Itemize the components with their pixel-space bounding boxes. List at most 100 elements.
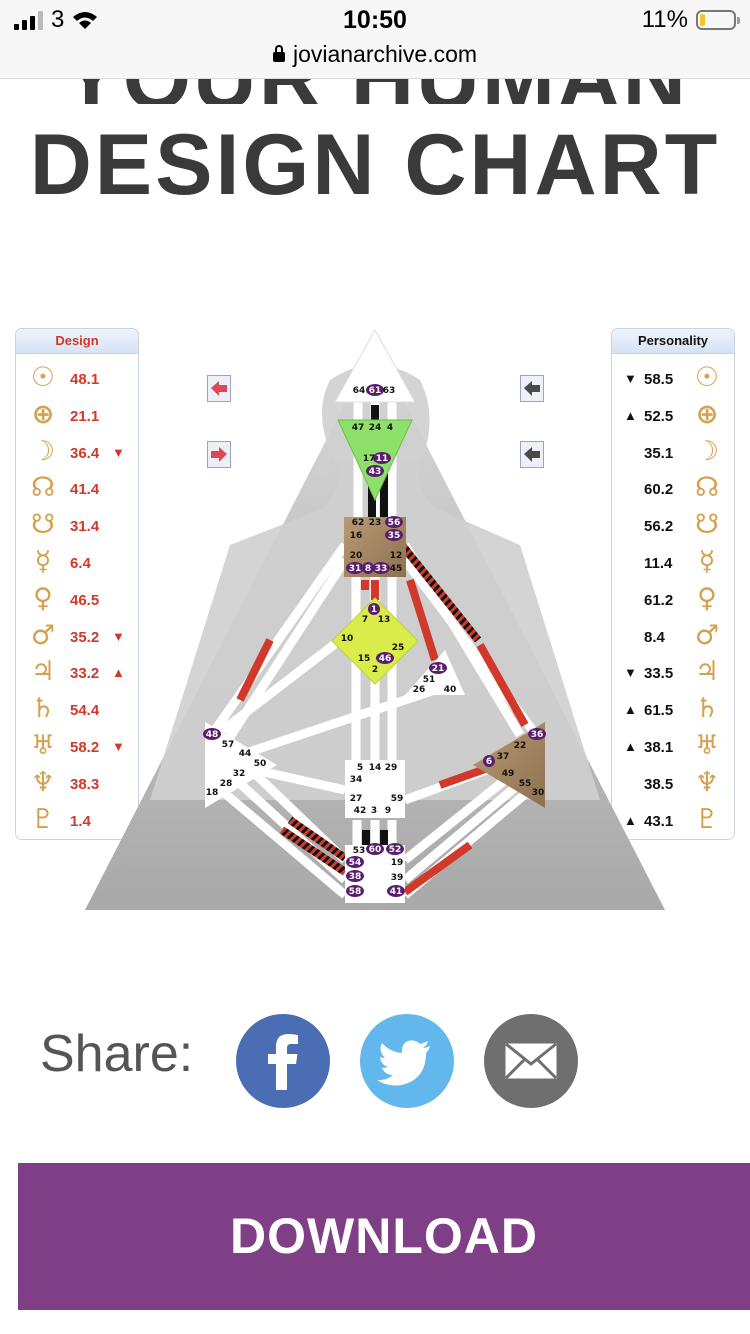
gate-label: 56 xyxy=(388,518,401,528)
gate-badge xyxy=(372,562,390,574)
page-title-line2: DESIGN CHART xyxy=(29,117,721,213)
moon-icon: ☽ xyxy=(694,435,720,467)
gate-label: 61 xyxy=(369,386,382,396)
gate-label: 16 xyxy=(350,531,363,541)
design-next-arrow-button[interactable] xyxy=(207,441,231,468)
gate-label: 44 xyxy=(239,749,252,759)
planet-value: 31.4 xyxy=(70,518,100,536)
gate-label: 10 xyxy=(341,634,354,644)
planet-value: 38.1 xyxy=(644,739,674,756)
gate-label: 33 xyxy=(375,564,388,574)
pluto-icon: ♇ xyxy=(694,803,720,835)
gate-label: 39 xyxy=(391,873,404,883)
sun-icon: ☉ xyxy=(30,362,56,393)
download-button[interactable]: DOWNLOAD xyxy=(18,1163,750,1310)
lock-icon xyxy=(272,45,285,62)
gate-label: 11 xyxy=(376,454,389,464)
gate-badge xyxy=(483,755,495,767)
planet-row: ♅58.2▼ xyxy=(16,729,138,766)
gate-label: 62 xyxy=(352,518,365,528)
twitter-button[interactable] xyxy=(360,1014,454,1108)
earth-icon: ⊕ xyxy=(31,398,55,430)
uranus-icon: ♅ xyxy=(694,730,720,761)
gate-label: 14 xyxy=(369,763,382,773)
planet-value: 6.4 xyxy=(70,555,91,572)
moon-icon: ☽ xyxy=(30,435,56,467)
planet-row: ⊕52.5▲ xyxy=(612,398,734,435)
sun-icon: ☉ xyxy=(694,362,720,393)
gate-label: 32 xyxy=(233,769,246,779)
personality-next-arrow-button[interactable] xyxy=(520,441,544,468)
planet-row: ☊60.2 xyxy=(612,471,734,508)
planet-row: ♃33.2▲ xyxy=(16,655,138,692)
cellular-signal-icon xyxy=(14,10,43,30)
gate-label: 45 xyxy=(390,564,403,574)
planet-value: 8.4 xyxy=(644,628,665,646)
gate-label: 24 xyxy=(369,423,382,433)
planet-row: ♂35.2▼ xyxy=(16,619,138,656)
planet-value: 35.1 xyxy=(644,444,674,462)
facebook-button[interactable] xyxy=(236,1014,330,1108)
gate-badge xyxy=(366,843,384,855)
gate-label: 26 xyxy=(413,685,426,695)
saturn-icon: ♄ xyxy=(30,693,56,725)
planet-value: 33.2 xyxy=(70,665,100,683)
gate-label: 59 xyxy=(391,794,404,804)
signal-area: 3 xyxy=(14,6,98,34)
planet-row: ♇1.4 xyxy=(16,803,138,840)
gate-label: 1 xyxy=(371,605,377,615)
gate-label: 5 xyxy=(357,763,363,773)
gate-label: 52 xyxy=(389,845,402,855)
pluto-icon: ♇ xyxy=(30,803,56,835)
planet-value: 61.2 xyxy=(644,591,674,609)
gate-label: 4 xyxy=(387,423,393,433)
gate-label: 27 xyxy=(350,794,363,804)
gate-badge xyxy=(387,885,405,897)
address-bar[interactable]: jovianarchive.com xyxy=(0,41,750,79)
planet-value: 46.5 xyxy=(70,591,100,609)
gate-label: 40 xyxy=(444,685,457,695)
gate-badge xyxy=(528,728,546,740)
planet-row: ☋31.4 xyxy=(16,508,138,545)
design-panel: Design ☉48.1⊕21.1☽36.4▼☊41.4☋31.4☿6.4♀46… xyxy=(15,328,139,840)
gate-label: 43 xyxy=(369,467,382,477)
head-center xyxy=(334,328,416,403)
page-title-line1: YOUR HUMAN xyxy=(0,79,750,104)
facebook-icon xyxy=(268,1034,298,1090)
gate-badge xyxy=(346,885,364,897)
planet-value: 38.3 xyxy=(70,775,100,793)
personality-prev-arrow-button[interactable] xyxy=(520,375,544,402)
gate-label: 21 xyxy=(432,664,445,674)
planet-value: 56.2 xyxy=(644,518,674,536)
planet-row: ♂8.4 xyxy=(612,619,734,656)
gate-label: 17 xyxy=(363,454,376,464)
battery-percent: 11% xyxy=(641,6,688,33)
jupiter-icon: ♃ xyxy=(694,656,720,688)
activation-mark: ▼ xyxy=(624,665,637,681)
personality-panel-title: Personality xyxy=(612,329,734,354)
gate-label: 35 xyxy=(388,531,401,541)
gate-badge xyxy=(385,529,403,541)
gate-label: 9 xyxy=(385,806,391,816)
design-prev-arrow-button[interactable] xyxy=(207,375,231,402)
planet-row: ☽36.4▼ xyxy=(16,435,138,472)
url-text: jovianarchive.com xyxy=(292,41,478,67)
gate-label: 58 xyxy=(349,887,362,897)
gate-label: 38 xyxy=(349,872,362,882)
gate-badge xyxy=(376,652,394,664)
south-node-icon: ☋ xyxy=(695,509,719,541)
gate-badge xyxy=(429,662,447,674)
status-bar: 3 10:50 11% xyxy=(0,0,750,44)
planet-value: 52.5 xyxy=(644,407,674,425)
activation-mark: ▲ xyxy=(624,407,637,423)
planet-value: 11.4 xyxy=(644,555,673,572)
planet-value: 36.4 xyxy=(70,444,100,462)
venus-icon: ♀ xyxy=(33,582,53,614)
email-button[interactable] xyxy=(484,1014,578,1108)
gate-label: 2 xyxy=(372,665,378,675)
gate-label: 37 xyxy=(497,752,510,762)
wifi-icon xyxy=(73,12,98,29)
activation-mark: ▲ xyxy=(624,812,637,828)
planet-row: ☋ 56.2 xyxy=(612,508,734,545)
gate-badge xyxy=(385,516,403,528)
